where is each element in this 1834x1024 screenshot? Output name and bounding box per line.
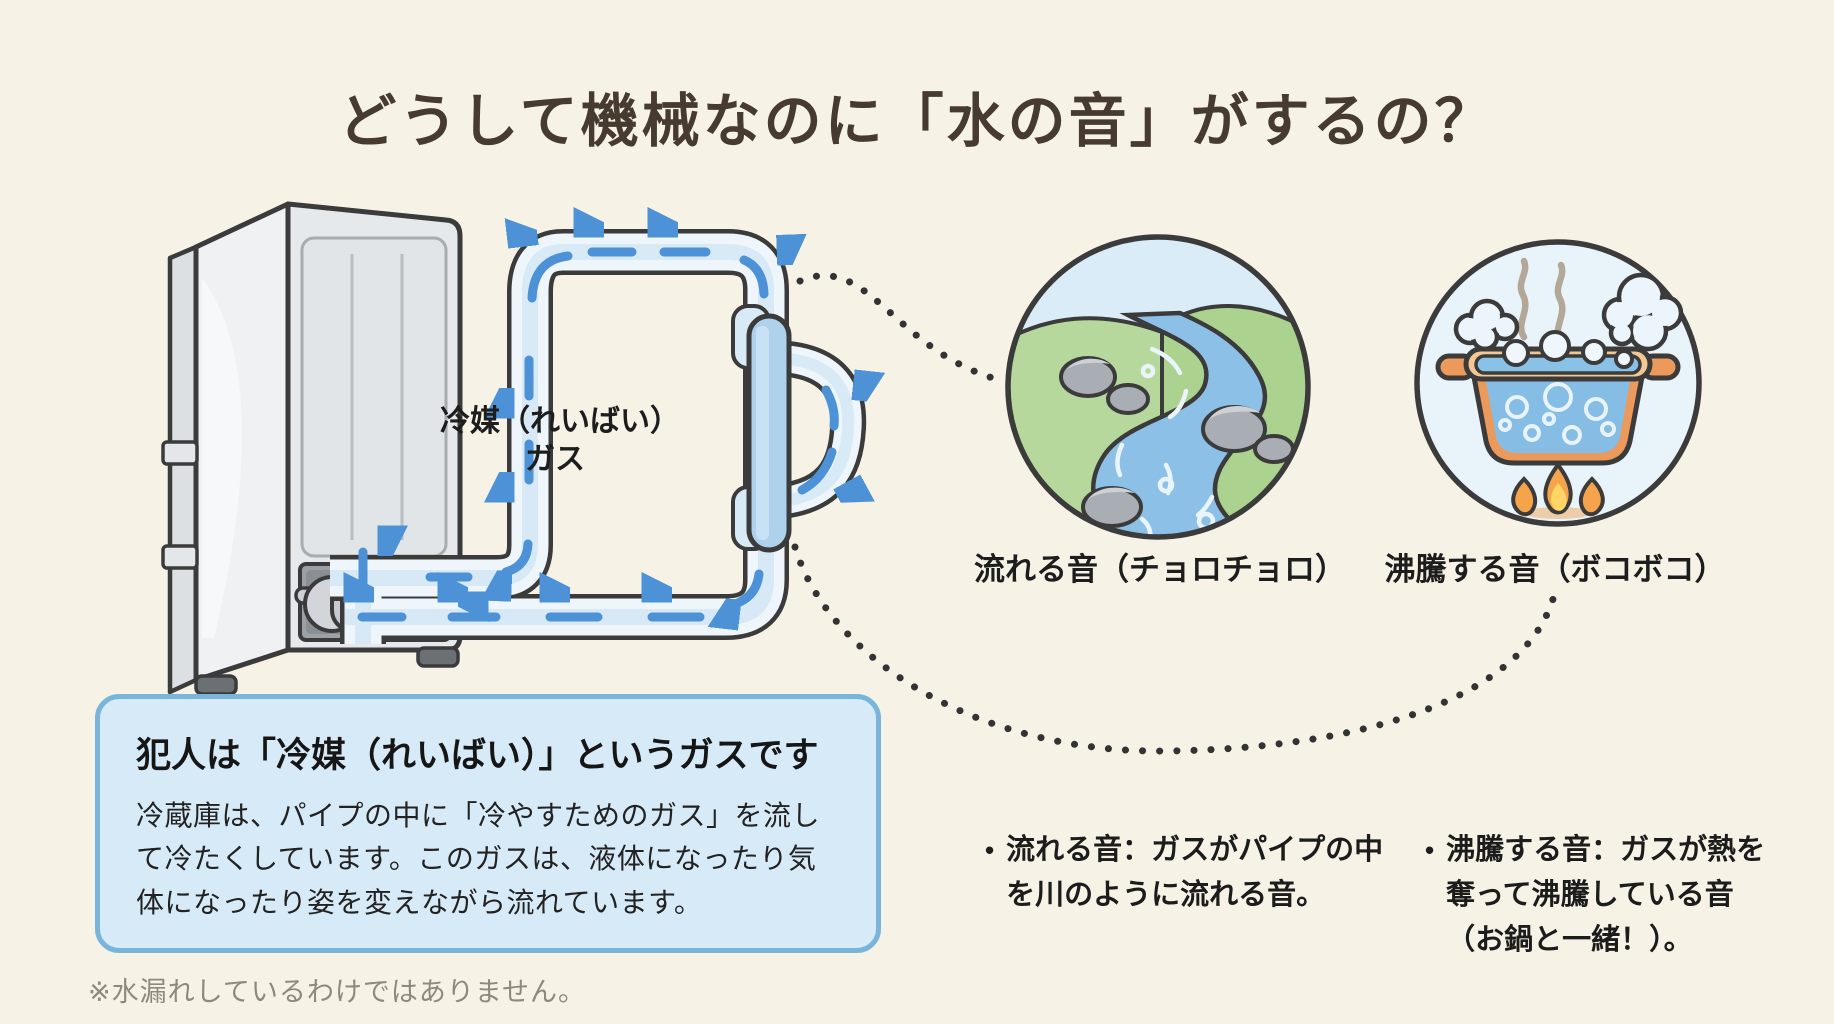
refrigerant-label-line2: ガス — [525, 442, 585, 476]
dotted-connector-to-river — [796, 272, 1000, 383]
dotted-connectors — [791, 272, 1559, 755]
bullet-marker: • — [985, 835, 995, 865]
info-box-heading: 犯人は「冷媒（れいばい）」というガスです — [136, 736, 819, 775]
bullet-flowing-sound: • 流れる音：ガスがパイプの中を川のように流れる音。 — [985, 828, 1385, 918]
bullet-marker: • — [1425, 835, 1435, 865]
info-box-body: 冷蔵庫は、パイプの中に「冷やすためのガス」を流して冷たくしています。このガスは、… — [136, 800, 821, 918]
steam-squiggle-icons — [1517, 257, 1566, 347]
page-title: どうして機械なのに「水の音」がするの？ — [338, 89, 1496, 154]
rock-icons — [1059, 356, 1295, 528]
flame-icon — [1511, 461, 1605, 519]
flow-arrows — [362, 252, 834, 617]
bullet-boiling-text: 沸騰する音：ガスが熱を奪って沸騰している音（お鍋と一緒！）。 — [1446, 834, 1766, 956]
info-box: 犯人は「冷媒（れいばい）」というガスです 冷蔵庫は、パイプの中に「冷やすためのガ… — [95, 694, 881, 953]
refrigerant-label-line1: 冷媒（れいばい） — [440, 405, 680, 438]
pot-body — [1435, 330, 1681, 466]
flowing-sound-caption: 流れる音（チョロチョロ） — [974, 552, 1346, 587]
condenser-tube — [731, 304, 792, 553]
refrigerant-gas-label: 冷媒（れいばい） ガス — [440, 403, 680, 478]
boiling-pot-icon — [1414, 239, 1702, 527]
pipe-handle-coil — [766, 340, 867, 520]
dotted-connector-to-pot — [791, 543, 1559, 755]
pipe-loop-icon — [330, 252, 848, 644]
footnote: ※水漏れしているわけではありません。 — [88, 977, 587, 1007]
bullet-flowing-text: 流れる音：ガスがパイプの中を川のように流れる音。 — [1006, 834, 1384, 911]
bullet-boiling-sound: • 沸騰する音：ガスが熱を奪って沸騰している音（お鍋と一緒！）。 — [1425, 828, 1770, 963]
river-icon — [1005, 234, 1311, 540]
boiling-sound-caption: 沸騰する音（ボコボコ） — [1384, 552, 1726, 587]
steam-cloud-icons — [1453, 272, 1684, 352]
